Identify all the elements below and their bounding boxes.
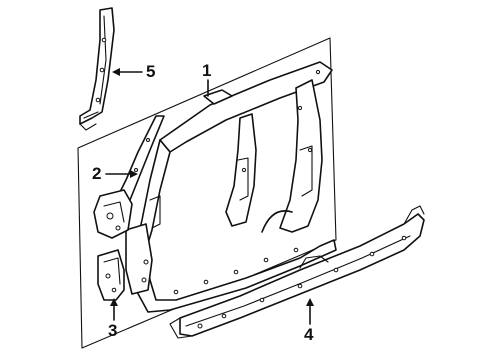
leader-4 (306, 298, 314, 325)
leader-3 (110, 298, 118, 321)
part-3-bracket (97, 249, 125, 301)
part-1-body-side (125, 61, 337, 313)
part-5-pillar (79, 7, 115, 131)
leader-2 (105, 170, 138, 178)
part-2-pillar-inner (93, 115, 165, 239)
callout-3: 3 (108, 321, 118, 340)
callout-2: 2 (92, 164, 102, 183)
panel-outline (77, 37, 337, 349)
callout-1: 1 (202, 61, 212, 80)
callout-5: 5 (146, 62, 156, 81)
callout-4: 4 (304, 325, 314, 344)
leader-5 (112, 68, 143, 76)
part-4-sill (169, 205, 425, 339)
